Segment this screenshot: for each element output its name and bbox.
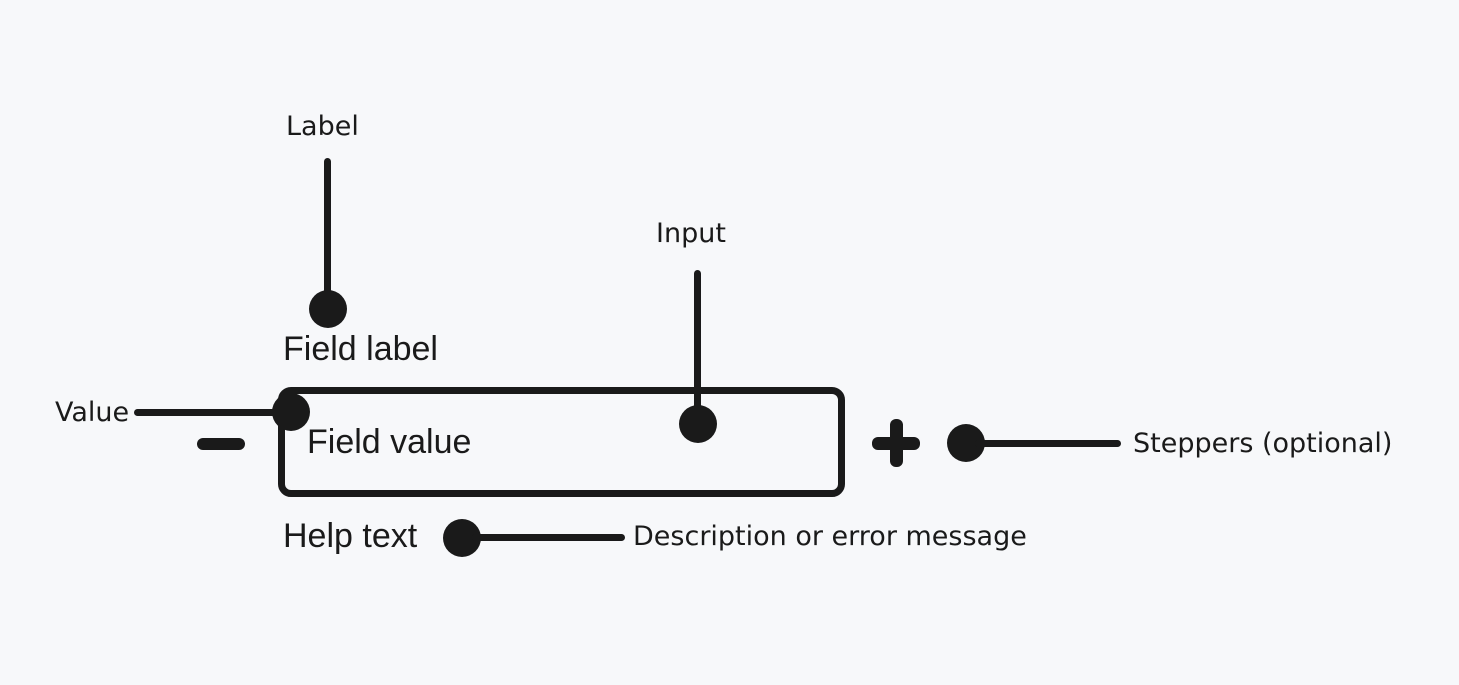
help-leader-line	[472, 534, 625, 541]
label-leader-line	[324, 158, 331, 309]
minus-icon[interactable]	[197, 438, 245, 450]
input-leader-line	[694, 270, 701, 424]
number-input-field[interactable]	[278, 387, 845, 497]
annotation-label-text: Label	[286, 111, 359, 142]
value-leader-line	[134, 409, 284, 416]
help-text: Help text	[283, 517, 418, 555]
annotation-description-text: Description or error message	[633, 521, 1027, 552]
plus-icon[interactable]	[872, 419, 920, 467]
annotation-value-text: Value	[55, 397, 130, 428]
annotation-steppers-text: Steppers (optional)	[1133, 428, 1393, 459]
field-value: Field value	[307, 423, 472, 461]
label-connector-dot	[309, 290, 347, 328]
steppers-leader-line	[975, 440, 1121, 447]
input-connector-dot	[679, 405, 717, 443]
field-label: Field label	[283, 330, 438, 368]
plus-icon-vertical-bar	[889, 419, 903, 467]
value-connector-dot	[272, 393, 310, 431]
annotation-input-text: Input	[656, 218, 726, 249]
